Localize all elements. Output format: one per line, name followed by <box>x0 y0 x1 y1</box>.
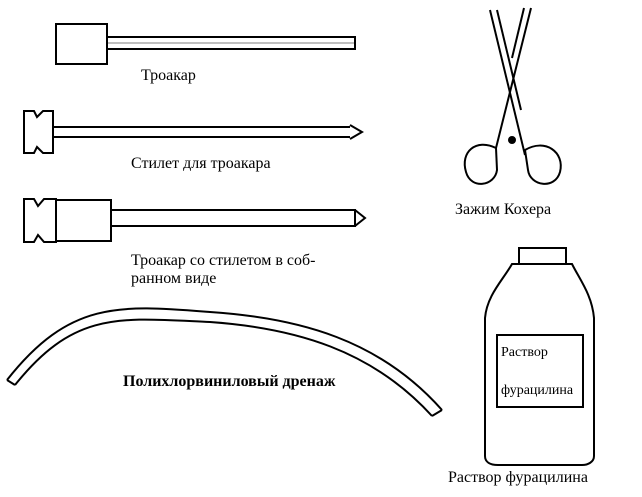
trocar-illustration <box>55 23 356 65</box>
clamp-label: Зажим Кохера <box>455 201 552 218</box>
stylet-label: Стилет для троакара <box>131 155 271 172</box>
bottle-label-line2: фурацилина <box>501 383 574 398</box>
kocher-clamp-illustration <box>463 7 562 185</box>
trocar-label: Троакар <box>141 67 196 84</box>
drain-tube-illustration <box>6 307 443 417</box>
bottle-illustration <box>484 247 595 466</box>
assembled-trocar-label-line1: Троакар со стилетом в соб- <box>131 252 316 269</box>
solution-label: Раствор фурацилина <box>448 469 588 486</box>
assembled-trocar-illustration <box>23 198 367 243</box>
stylet-illustration <box>23 110 364 154</box>
drain-label: Полихлорвиниловый дренаж <box>123 373 336 390</box>
assembled-trocar-label-line2: ранном виде <box>131 270 217 287</box>
bottle-label-line1: Раствор <box>501 345 548 360</box>
